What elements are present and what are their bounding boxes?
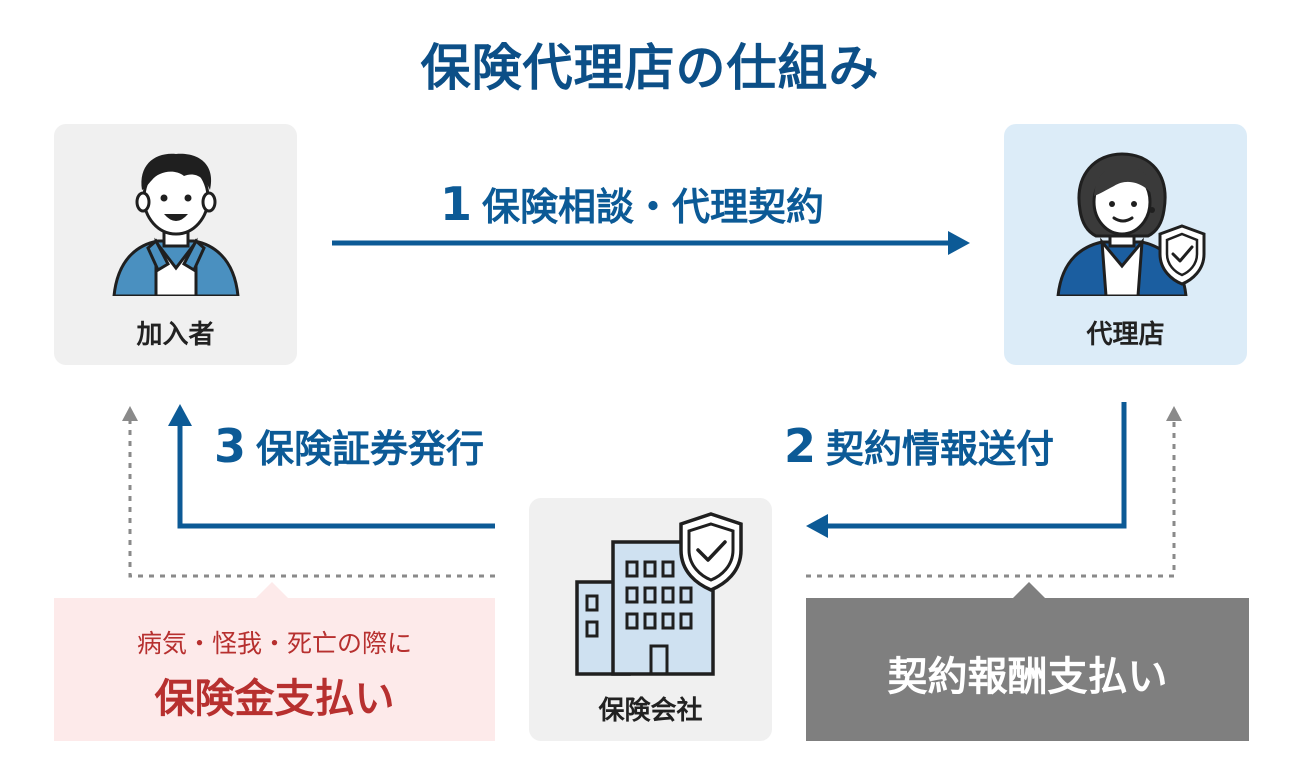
flow-3-text: 保険証券発行 bbox=[256, 427, 485, 471]
insurance-building-icon bbox=[575, 512, 743, 676]
agency-card: 代理店 bbox=[1004, 124, 1247, 365]
insurer-card: 保険会社 bbox=[529, 498, 772, 741]
commission-callout-pointer bbox=[1013, 582, 1045, 598]
flow-3-number: 3 bbox=[214, 419, 247, 473]
flow-1-number: 1 bbox=[440, 177, 473, 231]
flow-1-text: 保険相談・代理契約 bbox=[482, 185, 825, 229]
flow-1-arrow bbox=[332, 231, 970, 255]
shield-check-icon bbox=[1158, 224, 1206, 286]
subscriber-card: 加入者 bbox=[54, 124, 297, 365]
flow-3-arrow bbox=[168, 404, 495, 529]
flow-2-arrow bbox=[806, 402, 1127, 538]
payout-dotted-arrow bbox=[122, 406, 495, 578]
commission-callout: 契約報酬支払い bbox=[806, 598, 1249, 741]
payout-callout-pointer bbox=[256, 582, 288, 598]
female-agent-icon bbox=[1056, 152, 1206, 296]
flow-2-number: 2 bbox=[784, 419, 817, 473]
shield-check-icon bbox=[679, 512, 743, 592]
payout-callout: 病気・怪我・死亡の際に 保険金支払い bbox=[54, 598, 495, 741]
agency-label: 代理店 bbox=[1086, 320, 1165, 350]
flow-2-text: 契約情報送付 bbox=[826, 427, 1055, 471]
insurer-label: 保険会社 bbox=[598, 696, 703, 726]
commission-dotted-arrow bbox=[806, 406, 1182, 578]
subscriber-label: 加入者 bbox=[136, 320, 215, 350]
payout-title: 保険金支払い bbox=[154, 676, 395, 722]
payout-condition-text: 病気・怪我・死亡の際に bbox=[136, 629, 412, 658]
commission-title: 契約報酬支払い bbox=[887, 654, 1168, 700]
male-person-icon bbox=[112, 153, 240, 296]
diagram-title: 保険代理店の仕組み bbox=[420, 39, 880, 97]
